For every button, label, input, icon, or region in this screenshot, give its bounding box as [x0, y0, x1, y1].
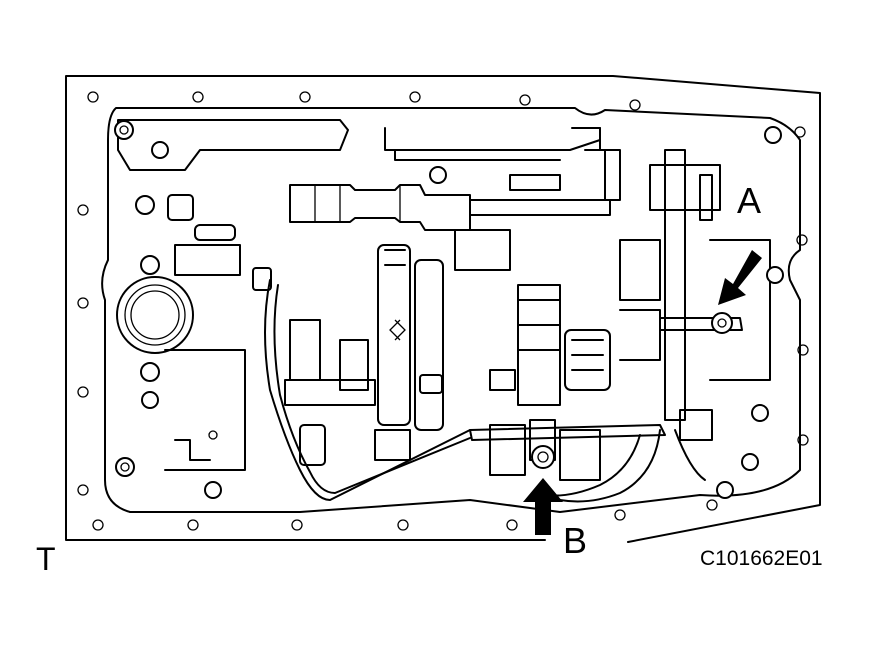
mounting-holes [77, 91, 809, 531]
bolt-left-6 [115, 457, 135, 477]
accumulator-piston [116, 276, 194, 354]
valve-center-2 [414, 259, 444, 431]
bolt-right-5 [764, 126, 782, 144]
bolt-b [531, 445, 555, 469]
label-a: A [737, 180, 762, 221]
pointer-a-arrow [718, 250, 762, 305]
solenoid-left-2 [339, 339, 369, 391]
wiring-harness-left [264, 279, 471, 501]
pointer-b-arrow [523, 478, 563, 535]
bolt-left-4 [140, 255, 160, 275]
bolt-top-mid [429, 166, 447, 184]
wiring-harness-right [544, 434, 641, 497]
bolt-left-8 [204, 481, 222, 499]
bolt-right-2 [716, 481, 734, 499]
bolt-left-3 [135, 195, 155, 215]
top-spool [289, 184, 471, 231]
bolt-left-2 [151, 141, 169, 159]
figure-code: C101662E01 [700, 547, 823, 570]
bottom-solenoid-left [374, 429, 411, 461]
bolt-left-5 [140, 362, 160, 382]
solenoid-left-1 [289, 319, 321, 381]
bolt-left-top [114, 120, 134, 140]
outer-plate-outline [65, 75, 821, 543]
connector-left-2 [167, 194, 194, 221]
valve-center-1 [377, 244, 411, 426]
label-t: T [36, 541, 56, 577]
bolt-right-3 [741, 453, 759, 471]
bolt-a [711, 312, 733, 334]
bolt-left-7 [141, 391, 159, 409]
bolt-right-4 [766, 266, 784, 284]
right-harness-vertical [664, 149, 686, 421]
bolt-right-1 [751, 404, 769, 422]
connector-left-1 [252, 267, 272, 291]
label-b: B [563, 520, 588, 561]
left-bracket [117, 119, 349, 171]
valve-body-outline [101, 107, 801, 513]
